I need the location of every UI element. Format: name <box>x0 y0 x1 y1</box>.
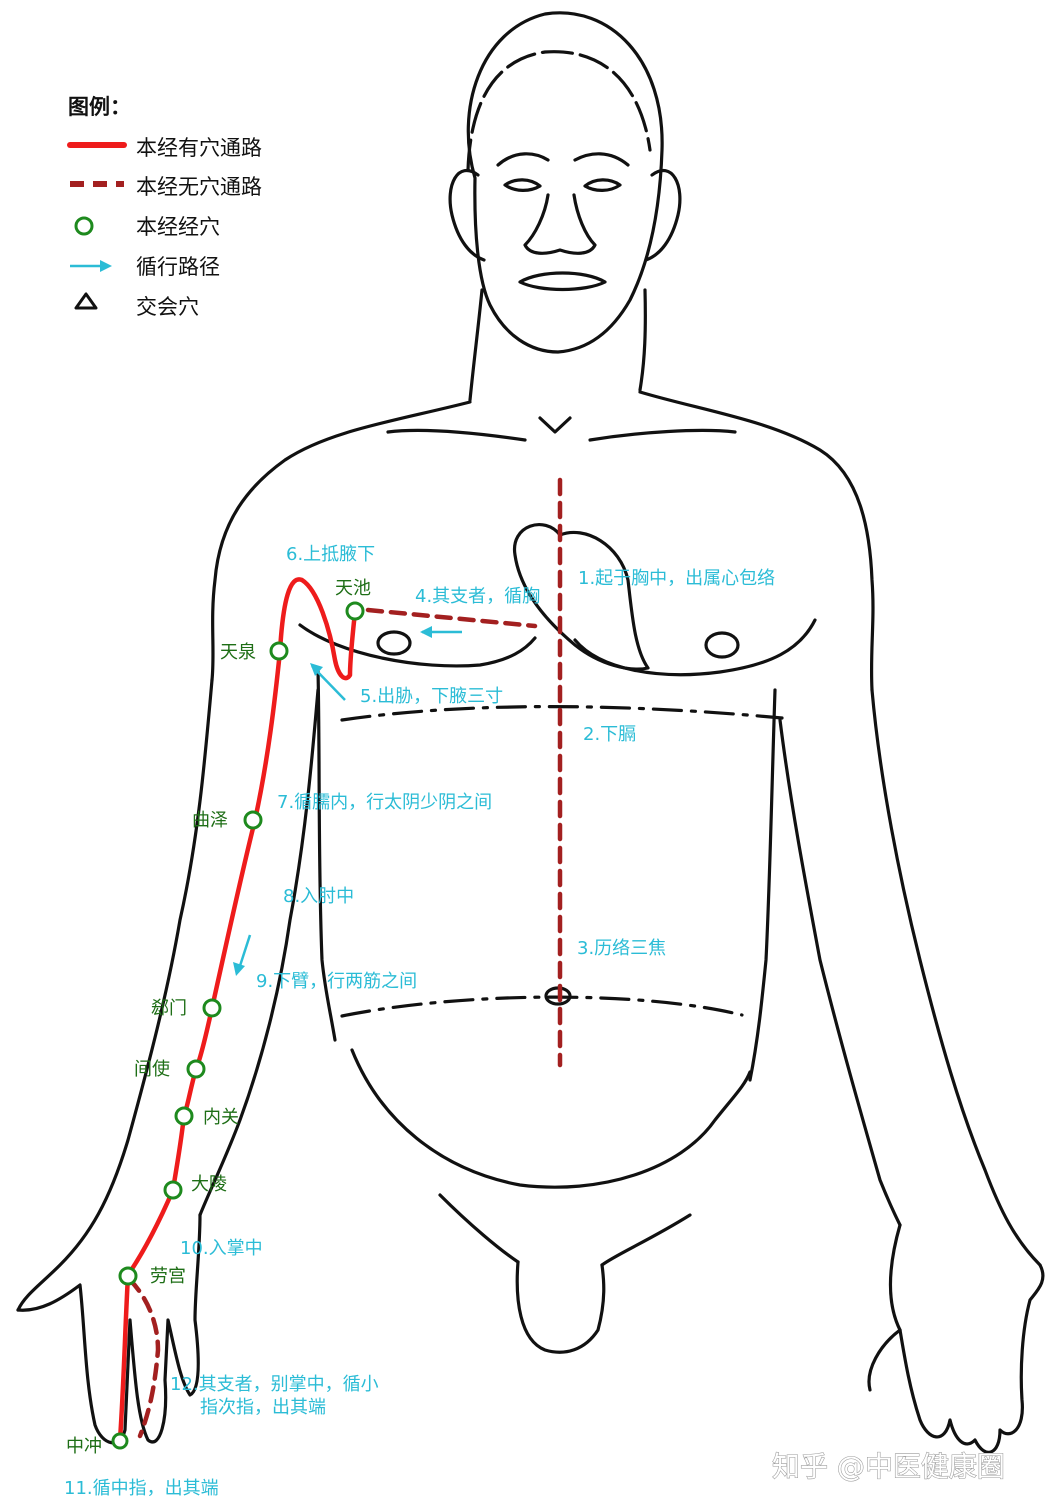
diaphragm-line <box>340 705 784 722</box>
left-arm-inner <box>198 688 320 1217</box>
body-outline <box>16 11 1045 1454</box>
left-eyebrow <box>496 152 550 167</box>
label-laogong: 劳宫 <box>150 1266 186 1287</box>
lower-abdomen <box>350 1048 752 1189</box>
cyan-arrow-icon <box>70 260 112 272</box>
left-clavicle <box>386 428 527 442</box>
left-hand <box>16 1213 202 1445</box>
path-labels: 1.起于胸中，出属心包络 2.下膈 3.历络三焦 4.其支者，循胸 5.出胁，下… <box>64 544 775 1499</box>
torso-left-side <box>316 668 337 1042</box>
flow-arrows <box>233 626 462 976</box>
legend-item-dashed: 本经无穴通路 <box>136 175 262 199</box>
left-nipple <box>376 630 412 656</box>
right-eye <box>583 178 622 192</box>
legend: 图例： 本经有穴通路 本经无穴通路 本经经穴 循行路径 交会穴 <box>67 95 262 319</box>
label-tianquan: 天泉 <box>220 642 256 663</box>
right-nipple <box>704 631 740 659</box>
right-thumb <box>867 1328 902 1392</box>
arrow-rib-exit <box>310 663 346 701</box>
left-eye <box>503 178 542 192</box>
right-shoulder <box>638 390 875 692</box>
neck-right <box>638 288 647 392</box>
watermark: 知乎 @中医健康圈 <box>772 1450 1005 1483</box>
acupoint-markers <box>111 601 365 1450</box>
legend-item-solid: 本经有穴通路 <box>136 136 262 160</box>
path-label-7: 7.循臑内，行太阴少阴之间 <box>277 792 492 813</box>
neck-left <box>468 288 484 402</box>
finger-branch-dashed-path <box>127 1277 161 1439</box>
mouth <box>518 271 607 292</box>
groin-left <box>438 1193 520 1264</box>
path-label-2: 2.下膈 <box>583 724 636 745</box>
acupoint-daling <box>163 1180 183 1200</box>
right-pectoral <box>573 618 817 677</box>
right-clavicle <box>588 428 737 442</box>
head-outline <box>466 11 664 354</box>
label-neiguan: 内关 <box>203 1107 239 1128</box>
acupoint-ximen <box>202 998 222 1018</box>
right-ear <box>644 168 682 262</box>
legend-item-acupoint: 本经经穴 <box>136 215 220 239</box>
acupoint-quze <box>243 810 263 830</box>
navel-line <box>340 995 744 1018</box>
path-label-3: 3.历络三焦 <box>577 938 666 959</box>
arrow-forearm <box>233 934 252 976</box>
legend-item-intersection: 交会穴 <box>136 295 199 319</box>
torso-right-side <box>748 688 777 1082</box>
label-daling: 大陵 <box>191 1174 227 1195</box>
nose <box>523 193 597 255</box>
right-arm-inner <box>778 718 902 1227</box>
acupoint-tianchi <box>345 601 365 621</box>
left-shoulder <box>210 400 472 682</box>
label-quze: 曲泽 <box>192 810 228 831</box>
path-label-11: 11.循中指，出其端 <box>64 1478 219 1499</box>
acupoint-zhongchong <box>111 1432 129 1450</box>
acupoint-jianshi <box>186 1059 206 1079</box>
genital-outline <box>515 1260 606 1354</box>
path-label-5: 5.出胁，下腋三寸 <box>360 686 503 707</box>
label-jianshi: 间使 <box>134 1059 170 1080</box>
right-eyebrow <box>573 152 630 167</box>
legend-item-route: 循行路径 <box>136 255 220 279</box>
arrow-chest-branch <box>420 626 462 638</box>
left-arm-outer <box>16 678 214 1312</box>
main-solid-channel <box>117 577 358 1443</box>
path-label-9: 9.下臂，行两筋之间 <box>256 971 417 992</box>
hairline <box>466 50 652 172</box>
acupoint-labels: 天池 天泉 曲泽 郄门 间使 内关 大陵 劳宫 中冲 <box>66 578 371 1457</box>
path-label-6: 6.上抵腋下 <box>286 544 375 565</box>
left-pectoral <box>298 623 537 668</box>
path-label-12b: 指次指，出其端 <box>200 1397 326 1418</box>
legend-title: 图例： <box>68 95 131 119</box>
acupoint-laogong <box>118 1266 138 1286</box>
right-arm-outer <box>870 688 1042 1267</box>
right-hand <box>888 1223 1045 1454</box>
chest-branch-dashed-path <box>365 607 538 629</box>
path-label-10: 10.入掌中 <box>180 1238 263 1259</box>
left-ear <box>448 168 486 262</box>
path-label-4: 4.其支者，循胸 <box>415 586 540 607</box>
green-circle-icon <box>74 216 94 236</box>
triangle-icon <box>74 292 98 310</box>
label-tianchi: 天池 <box>335 578 371 599</box>
path-label-8: 8.入肘中 <box>283 886 354 907</box>
label-ximen: 郄门 <box>151 998 187 1019</box>
label-zhongchong: 中冲 <box>66 1436 102 1457</box>
meridian-paths <box>117 477 563 1443</box>
groin-right <box>600 1213 692 1267</box>
path-label-12a: 12.其支者，别掌中，循小 <box>170 1374 379 1395</box>
acupoint-neiguan <box>174 1106 194 1126</box>
path-label-1: 1.起于胸中，出属心包络 <box>578 568 775 589</box>
sternal-notch <box>538 416 572 434</box>
acupoint-tianquan <box>269 641 289 661</box>
